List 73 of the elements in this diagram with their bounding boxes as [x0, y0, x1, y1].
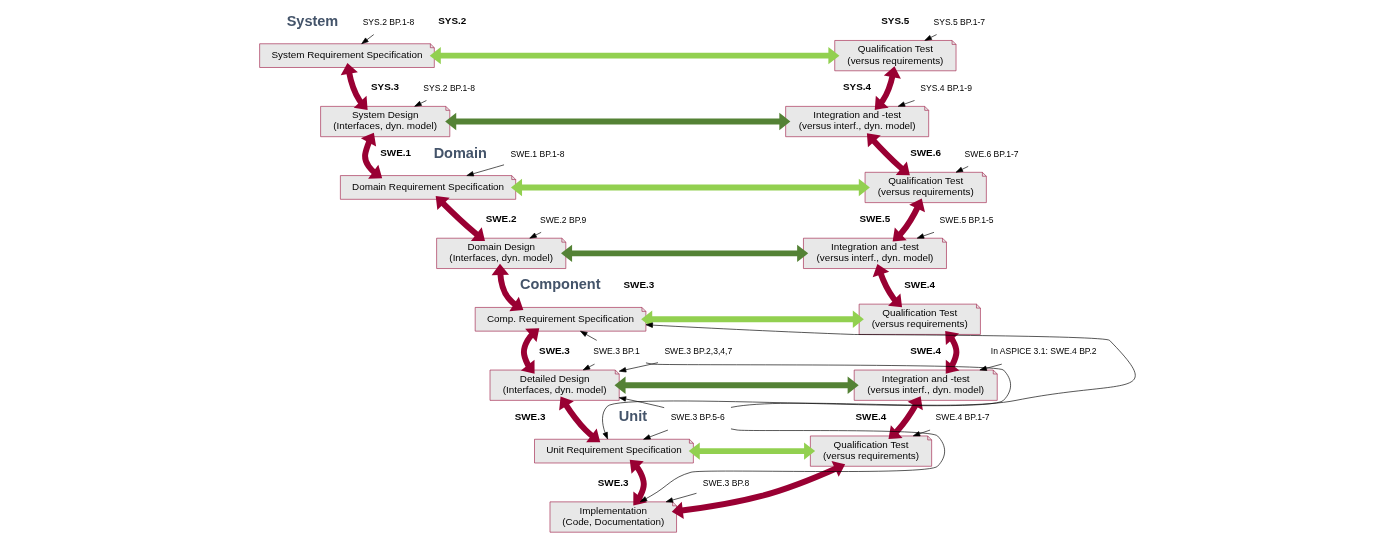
label: Component [520, 276, 601, 293]
label: SWE.3 [539, 344, 570, 356]
node-text: SWE.3 BP.8 [702, 478, 750, 489]
node-text: SWE.3 BP.5-6 [670, 412, 725, 423]
label: SWE.6 [910, 147, 941, 159]
node-text: SYS.5 BP.1-7 [933, 16, 986, 27]
arrow [618, 396, 665, 408]
label: SWE.4 [855, 410, 887, 422]
arrow [559, 396, 601, 443]
arrow [435, 196, 485, 241]
label: SWE.1 [380, 147, 411, 159]
arrow [340, 62, 368, 110]
node-text: SWE.3 BP.1 [593, 346, 640, 357]
label: Domain [433, 144, 487, 161]
arrow [602, 362, 1011, 440]
arrow [897, 100, 915, 107]
arrow [414, 100, 427, 107]
node-text: SWE.5 BP.1-5 [939, 214, 994, 225]
label: SYS.2 [438, 15, 467, 27]
arrow [529, 232, 542, 239]
arrow [688, 442, 816, 460]
arrow [629, 459, 647, 506]
node-text: SWE.3 BP.2,3,4,7 [664, 346, 733, 357]
arrow [955, 166, 969, 173]
label: SWE.3 [597, 476, 629, 488]
arrow [645, 322, 1136, 408]
label: SWE.4 [904, 278, 936, 290]
arrow [466, 164, 505, 177]
arrow [639, 428, 945, 503]
label: SWE.2 [485, 213, 517, 225]
node-text: SYS.4 BP.1-9 [920, 82, 972, 93]
node-text: SWE.2 BP.9 [539, 214, 587, 225]
arrow [866, 133, 910, 176]
arrow [912, 429, 931, 437]
arrow [445, 112, 791, 131]
label: SYS.5 [881, 15, 910, 27]
arrow [641, 310, 864, 328]
arrow [979, 363, 1003, 371]
arrow [360, 132, 383, 179]
label: System [286, 12, 339, 29]
label: SWE.3 [514, 410, 546, 422]
arrow [361, 34, 375, 45]
label: SYS.3 [371, 81, 400, 93]
node-text: SWE.6 BP.1-7 [964, 148, 1019, 159]
label: Unit [618, 408, 648, 425]
arrow [888, 396, 923, 439]
node-text: SWE.1 BP.1-8 [510, 148, 565, 159]
arrow [580, 330, 598, 341]
label: SYS.4 [842, 81, 871, 93]
arrow [872, 264, 903, 308]
arrow [510, 178, 870, 197]
label: SWE.5 [859, 213, 891, 225]
arrow [520, 328, 540, 374]
node-text: SYS.2 BP.1-8 [423, 82, 475, 93]
arrow [874, 66, 901, 110]
arrow [671, 460, 846, 520]
node-text: SWE.4 BP.1-7 [935, 412, 990, 423]
arrow [665, 492, 697, 503]
arrow [643, 429, 669, 440]
arrow [892, 198, 925, 242]
arrow [924, 34, 937, 41]
arrow [429, 46, 840, 65]
arrow [618, 362, 659, 373]
node-text: SYS.2 BP.1-8 [362, 16, 415, 27]
arrow [561, 244, 809, 263]
arrow [916, 232, 935, 239]
arrow [582, 363, 595, 371]
node-text: In ASPICE 3.1: SWE.4 BP.2 [990, 346, 1097, 357]
arrow [945, 330, 960, 374]
arrow [614, 376, 859, 394]
arrow [491, 263, 524, 312]
label: SWE.4 [910, 344, 941, 356]
label: SWE.3 [623, 278, 655, 290]
